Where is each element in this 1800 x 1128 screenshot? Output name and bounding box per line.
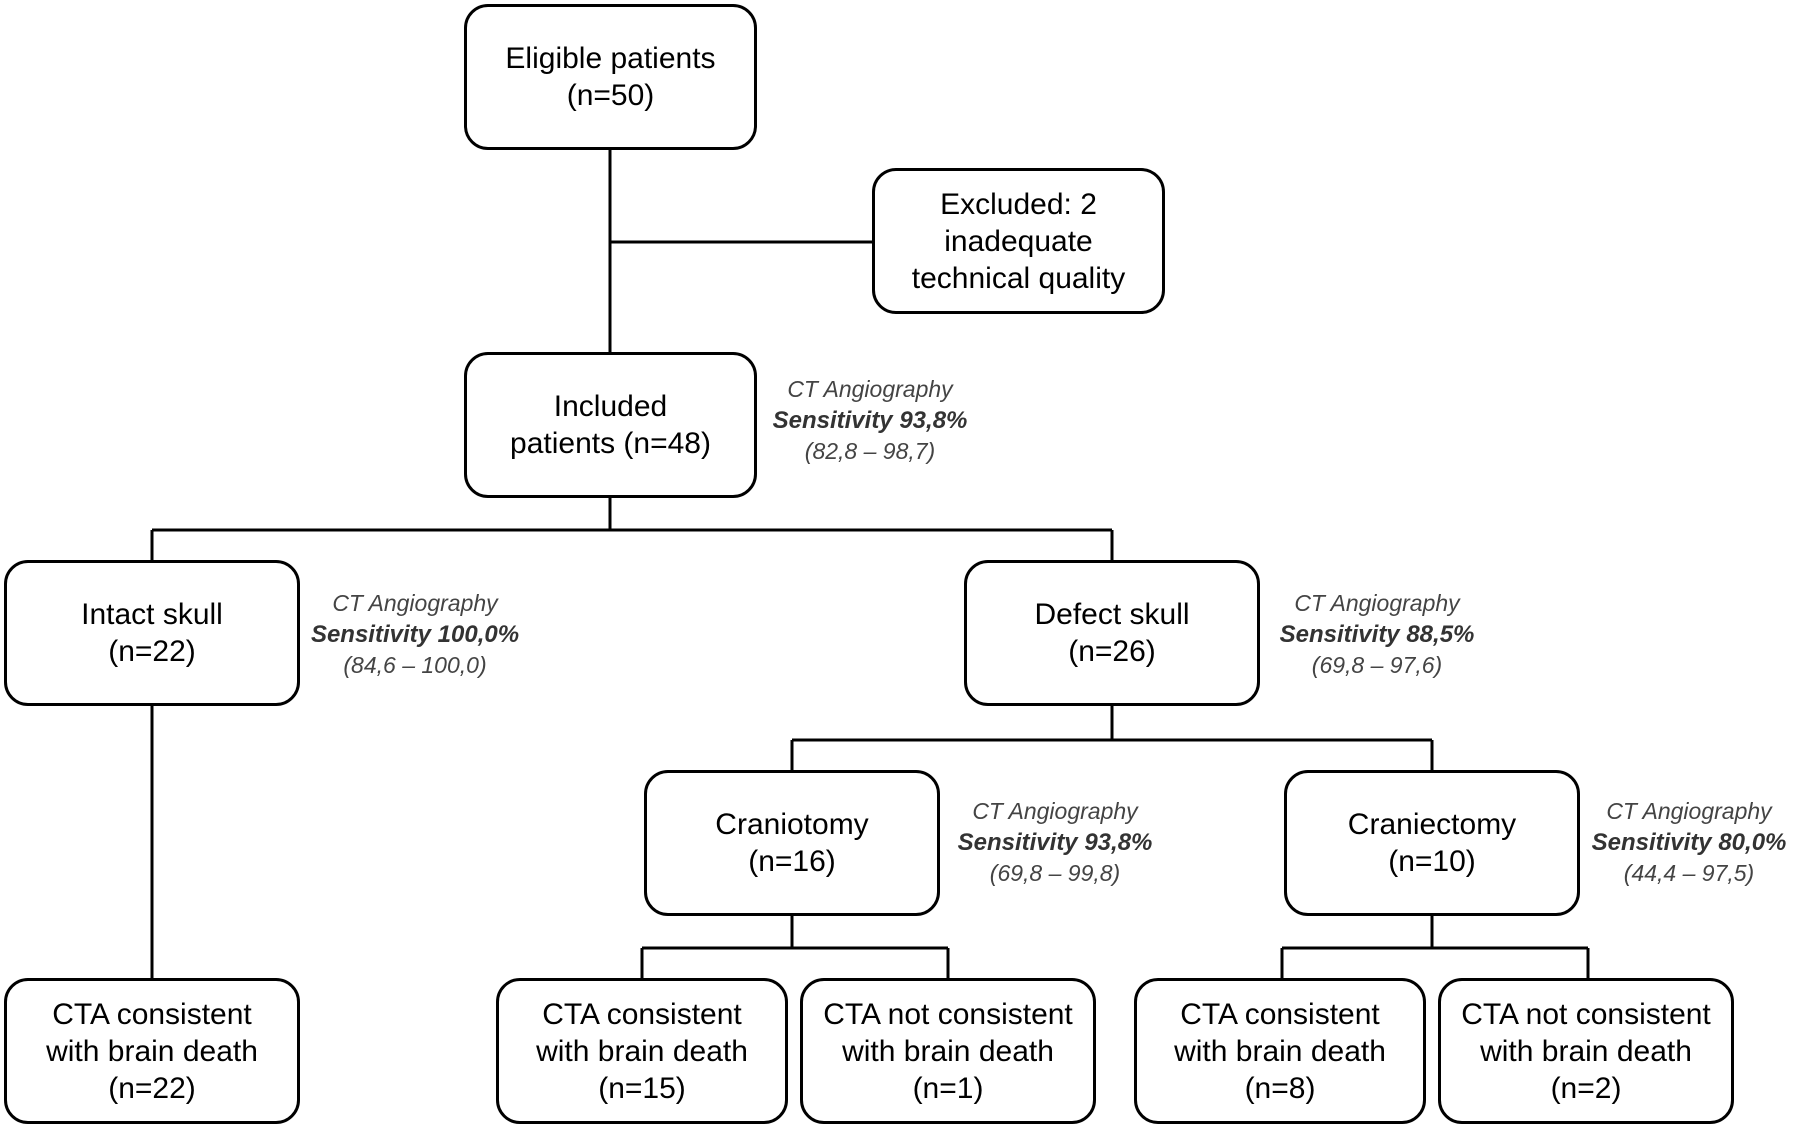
eligible-count: (n=50) [566, 79, 655, 112]
annotation-intact-sensitivity: Sensitivity 100,0% [310, 621, 520, 648]
annotation-craniotomy: CT Angiography Sensitivity 93,8% (69,8 –… [940, 796, 1170, 889]
craniotomy-count: (n=16) [748, 845, 836, 878]
annotation-included-sensitivity: Sensitivity 93,8% [772, 407, 968, 434]
annotation-craniectomy: CT Angiography Sensitivity 80,0% (44,4 –… [1580, 796, 1798, 889]
box-eligible-patients: Eligible patients (n=50) [464, 4, 757, 150]
annotation-defect: CT Angiography Sensitivity 88,5% (69,8 –… [1262, 588, 1492, 681]
included-count: patients (n=48) [510, 427, 711, 460]
intact-outcome-line1: CTA consistent [52, 997, 252, 1031]
annotation-included: CT Angiography Sensitivity 93,8% (82,8 –… [760, 374, 980, 467]
cte-consistent-line1: CTA consistent [1180, 997, 1380, 1031]
annotation-intact-ci: (84,6 – 100,0) [343, 652, 487, 678]
intact-outcome-count: (n=22) [108, 1071, 196, 1105]
box-craniectomy-cta-not-consistent: CTA not consistent with brain death (n=2… [1438, 978, 1734, 1124]
annotation-intact: CT Angiography Sensitivity 100,0% (84,6 … [300, 588, 530, 681]
excluded-line3: technical quality [911, 261, 1126, 295]
intact-label: Intact skull [81, 598, 223, 631]
intact-count: (n=22) [108, 635, 196, 668]
annotation-craniectomy-sensitivity: Sensitivity 80,0% [1591, 829, 1787, 856]
annotation-included-method: CT Angiography [787, 376, 953, 402]
eligible-label: Eligible patients [505, 42, 716, 75]
annotation-craniotomy-method: CT Angiography [972, 798, 1138, 824]
intact-outcome-line2: with brain death [46, 1034, 258, 1068]
annotation-defect-ci: (69,8 – 97,6) [1311, 652, 1443, 678]
cte-consistent-count: (n=8) [1244, 1071, 1316, 1105]
box-craniotomy: Craniotomy (n=16) [644, 770, 940, 916]
cte-consistent-line2: with brain death [1174, 1034, 1386, 1068]
box-intact-skull: Intact skull (n=22) [4, 560, 300, 706]
box-craniectomy: Craniectomy (n=10) [1284, 770, 1580, 916]
annotation-included-ci: (82,8 – 98,7) [804, 438, 936, 464]
annotation-intact-method: CT Angiography [332, 590, 498, 616]
excluded-line2: inadequate [944, 224, 1093, 258]
cte-not-consistent-count: (n=2) [1550, 1071, 1622, 1105]
cte-not-consistent-line1: CTA not consistent [1461, 997, 1711, 1031]
annotation-craniectomy-method: CT Angiography [1606, 798, 1772, 824]
box-defect-skull: Defect skull (n=26) [964, 560, 1260, 706]
defect-label: Defect skull [1034, 598, 1190, 631]
box-included-patients: Included patients (n=48) [464, 352, 757, 498]
craniectomy-count: (n=10) [1388, 845, 1476, 878]
box-craniotomy-cta-consistent: CTA consistent with brain death (n=15) [496, 978, 788, 1124]
cto-consistent-line2: with brain death [536, 1034, 748, 1068]
annotation-defect-method: CT Angiography [1294, 590, 1460, 616]
cte-not-consistent-line2: with brain death [1480, 1034, 1692, 1068]
cto-consistent-count: (n=15) [598, 1071, 686, 1105]
defect-count: (n=26) [1068, 635, 1156, 668]
box-excluded: Excluded: 2 inadequate technical quality [872, 168, 1165, 314]
included-label: Included [553, 390, 668, 423]
box-intact-cta-consistent: CTA consistent with brain death (n=22) [4, 978, 300, 1124]
annotation-craniectomy-ci: (44,4 – 97,5) [1623, 860, 1755, 886]
cto-not-consistent-count: (n=1) [912, 1071, 984, 1105]
cto-consistent-line1: CTA consistent [542, 997, 742, 1031]
annotation-craniotomy-ci: (69,8 – 99,8) [989, 860, 1121, 886]
box-craniotomy-cta-not-consistent: CTA not consistent with brain death (n=1… [800, 978, 1096, 1124]
annotation-defect-sensitivity: Sensitivity 88,5% [1279, 621, 1475, 648]
annotation-craniotomy-sensitivity: Sensitivity 93,8% [957, 829, 1153, 856]
cto-not-consistent-line1: CTA not consistent [823, 997, 1073, 1031]
cto-not-consistent-line2: with brain death [842, 1034, 1054, 1068]
excluded-line1: Excluded: 2 [940, 187, 1097, 221]
box-craniectomy-cta-consistent: CTA consistent with brain death (n=8) [1134, 978, 1426, 1124]
craniotomy-label: Craniotomy [715, 808, 869, 841]
craniectomy-label: Craniectomy [1347, 808, 1517, 841]
